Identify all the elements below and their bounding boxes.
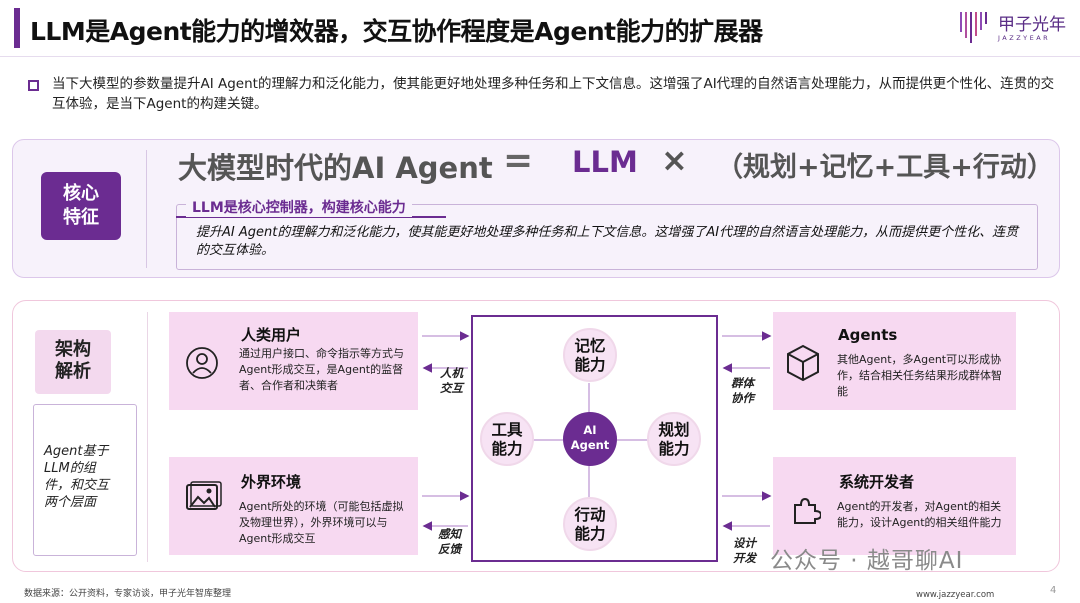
formula-agent: 大模型时代的AI Agent	[178, 151, 493, 185]
core-sub-text: 提升AI Agent的理解力和泛化能力，使其能更好地处理多种任务和上下文信息。这…	[196, 225, 1019, 258]
formula-equals: =	[503, 140, 534, 181]
user-icon	[186, 347, 218, 379]
arch-note: Agent基于LLM的组件，和交互两个层面	[44, 444, 110, 510]
card-text: 通过用户接口、命令指示等方式与Agent形成交互，是Agent的监督者、合作者和…	[239, 347, 404, 392]
hub-label: AI Agent	[570, 423, 610, 452]
node-ai-agent-hub: AI Agent	[563, 412, 617, 466]
formula-times: ×	[661, 141, 688, 179]
formula-components: （规划+记忆+工具+行动）	[716, 152, 1054, 183]
label-human-interaction: 人机交互	[440, 366, 468, 396]
title-accent-bar	[14, 8, 20, 48]
card-system-developer: 系统开发者 Agent的开发者，对Agent的相关能力，设计Agent的相关组件…	[773, 457, 1016, 555]
page-number: 4	[1050, 585, 1057, 596]
core-sub-label: LLM是核心控制器，构建核心能力	[186, 197, 412, 217]
logo-text-en: JAZZYEAR	[998, 34, 1051, 42]
card-agents: Agents 其他Agent，多Agent可以形成协作，结合相关任务结果形成群体…	[773, 312, 1016, 410]
card-title: 人类用户	[241, 326, 302, 344]
label-group-collab: 群体协作	[731, 376, 759, 406]
footer-source: 数据来源：公开资料，专家访谈，甲子光年智库整理	[24, 589, 232, 599]
card-title: 外界环境	[241, 473, 302, 491]
cube-icon	[787, 344, 819, 382]
card-text: Agent的开发者，对Agent的相关能力，设计Agent的相关组件能力	[837, 500, 1002, 529]
core-sub-underline	[176, 216, 446, 218]
node-action: 行动能力	[563, 497, 617, 551]
node-planning: 规划能力	[647, 412, 701, 466]
footer-url[interactable]: www.jazzyear.com	[916, 590, 995, 600]
node-tools: 工具能力	[480, 412, 534, 466]
core-tag-label: 核心特征	[63, 183, 99, 228]
arch-divider	[147, 312, 148, 562]
puzzle-icon	[794, 497, 821, 524]
core-sub-frame	[176, 204, 1038, 270]
label-text: 感知反馈	[438, 527, 461, 556]
node-label: 记忆能力	[574, 337, 606, 374]
brand-logo: 甲子光年 JAZZYEAR	[958, 8, 1068, 50]
core-feature-tag: 核心特征	[41, 172, 121, 240]
card-text: 其他Agent，多Agent可以形成协作，结合相关任务结果形成群体智能	[837, 353, 1002, 398]
bullet-square-icon	[28, 80, 39, 91]
arch-tag-label: 架构解析	[55, 339, 91, 382]
logo-text-cn: 甲子光年	[998, 15, 1066, 35]
card-human-user: 人类用户 通过用户接口、命令指示等方式与Agent形成交互，是Agent的监督者…	[169, 312, 418, 410]
image-icon	[186, 481, 222, 510]
card-text: Agent所处的环境（可能包括虚拟及物理世界），外界环境可以与Agent形成交互	[239, 500, 404, 545]
card-title: Agents	[838, 326, 898, 344]
architecture-tag: 架构解析	[35, 330, 111, 394]
logo-bars-icon	[960, 12, 987, 43]
intro-paragraph: 当下大模型的参数量提升AI Agent的理解力和泛化能力，使其能更好地处理多种任…	[52, 76, 1055, 112]
node-memory: 记忆能力	[563, 328, 617, 382]
label-design-dev: 设计开发	[733, 536, 761, 566]
hub-connectors	[531, 383, 649, 497]
connector-arrows	[422, 331, 772, 531]
formula-llm: LLM	[572, 145, 638, 179]
arch-note-frame	[33, 404, 137, 556]
label-text: 设计开发	[733, 536, 756, 565]
wechat-watermark: 公众号 · 越哥聊AI	[770, 548, 964, 574]
core-divider	[146, 150, 147, 268]
node-label: 规划能力	[658, 421, 690, 458]
card-environment: 外界环境 Agent所处的环境（可能包括虚拟及物理世界），外界环境可以与Agen…	[169, 457, 418, 555]
label-text: 人机交互	[440, 366, 463, 395]
node-label: 工具能力	[491, 421, 523, 458]
card-title: 系统开发者	[839, 473, 915, 491]
page-title: LLM是Agent能力的增效器，交互协作程度是Agent能力的扩展器	[30, 17, 763, 46]
node-label: 行动能力	[574, 506, 606, 543]
label-text: 群体协作	[731, 376, 754, 405]
label-perception-feedback: 感知反馈	[438, 527, 466, 557]
header-divider	[0, 56, 1080, 57]
